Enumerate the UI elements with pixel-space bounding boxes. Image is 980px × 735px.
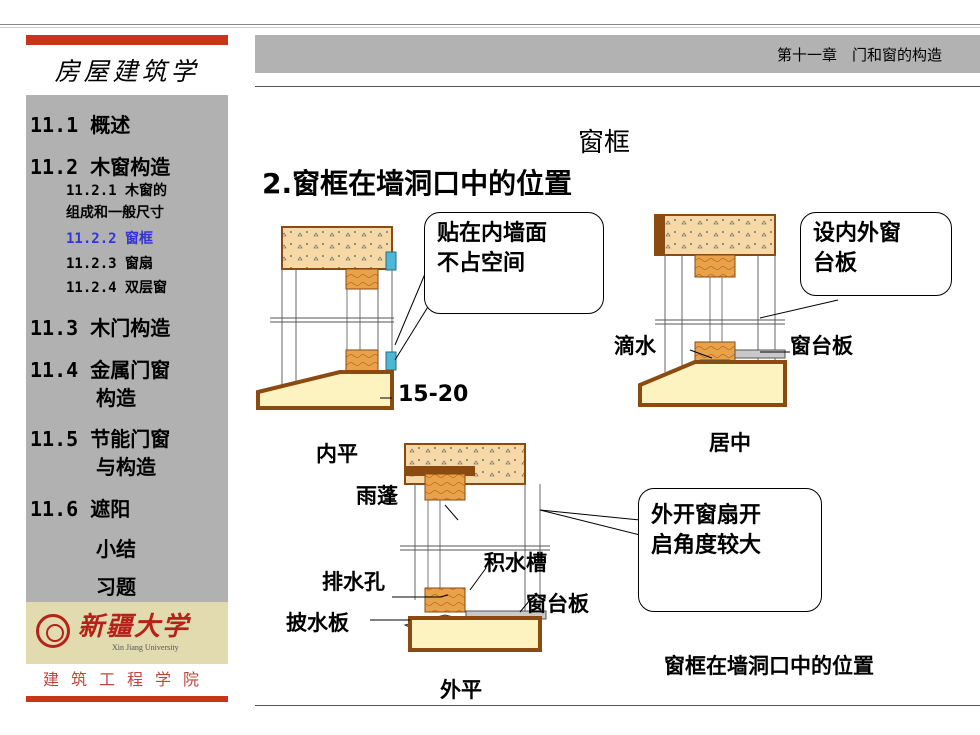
sidebar-item-exercises[interactable]: 习题 xyxy=(96,575,136,599)
sidebar-item-energy-saving-cont[interactable]: 与构造 xyxy=(96,455,156,479)
sidebar-item-window-sash[interactable]: 11.2.3 窗扇 xyxy=(66,256,154,272)
course-title: 房屋建筑学 xyxy=(54,57,200,86)
college-name: 建筑工程学院 xyxy=(42,670,211,689)
sidebar-item-metal-door-window-cont[interactable]: 构造 xyxy=(96,386,136,410)
university-logo: 新疆大学 Xin Jiang University xyxy=(26,602,228,664)
footer-rule xyxy=(255,705,980,706)
sidebar-item-wood-door[interactable]: 11.3 木门构造 xyxy=(30,316,171,340)
callout-inner-flush: 贴在内墙面 不占空间 xyxy=(424,212,604,314)
callout-center: 设内外窗 台板 xyxy=(800,212,952,296)
sidebar-item-wood-window[interactable]: 11.2 木窗构造 xyxy=(30,155,171,179)
sidebar-red-band xyxy=(26,35,228,45)
sidebar-item-window-composition-cont[interactable]: 组成和一般尺寸 xyxy=(66,205,164,221)
sidebar-item-overview[interactable]: 11.1 概述 xyxy=(30,113,131,137)
sidebar-nav: 11.1 概述 11.2 木窗构造 11.2.1 木窗的 组成和一般尺寸 11.… xyxy=(26,95,228,602)
sidebar-item-energy-saving[interactable]: 11.5 节能门窗 xyxy=(30,427,171,451)
callout-outer-flush: 外开窗扇开 启角度较大 xyxy=(638,488,822,612)
sidebar-item-summary[interactable]: 小结 xyxy=(96,537,136,561)
diagram-inner-flush xyxy=(256,226,397,410)
header-bar: 第十一章 门和窗的构造 xyxy=(255,35,980,73)
header-rule xyxy=(255,86,980,87)
label-flashing: 披水板 xyxy=(286,611,349,635)
label-drain-hole: 排水孔 xyxy=(322,570,385,594)
university-name-cn: 新疆大学 xyxy=(78,612,191,642)
label-sill-board: 窗台板 xyxy=(790,334,853,358)
sidebar-item-shading[interactable]: 11.6 遮阳 xyxy=(30,497,131,521)
top-rule-secondary xyxy=(0,27,980,28)
label-canopy: 雨蓬 xyxy=(356,484,398,508)
sidebar-item-window-composition[interactable]: 11.2.1 木窗的 xyxy=(66,183,168,199)
university-seal-icon xyxy=(36,614,70,648)
diagram-outer-flush xyxy=(400,443,550,652)
diagram-center xyxy=(638,214,787,407)
label-center: 居中 xyxy=(709,431,751,455)
label-sill-board-outer: 窗台板 xyxy=(526,592,589,616)
sidebar-item-window-frame[interactable]: 11.2.2 窗框 xyxy=(66,231,154,247)
top-rule xyxy=(0,24,980,25)
label-outer-flush: 外平 xyxy=(440,678,482,702)
label-inner-flush: 内平 xyxy=(316,442,358,466)
sidebar-item-metal-door-window[interactable]: 11.4 金属门窗 xyxy=(30,358,171,382)
label-drip: 滴水 xyxy=(614,334,656,358)
university-name-en: Xin Jiang University xyxy=(112,643,179,652)
label-drain-groove: 积水槽 xyxy=(484,551,547,575)
figure-caption: 窗框在墙洞口中的位置 xyxy=(664,654,874,678)
sidebar-item-double-window[interactable]: 11.2.4 双层窗 xyxy=(66,280,168,296)
sidebar-red-band-bottom xyxy=(26,696,228,702)
slide-subtitle: 2.窗框在墙洞口中的位置 xyxy=(262,167,573,200)
chapter-title: 第十一章 门和窗的构造 xyxy=(776,46,942,64)
slide-title: 窗框 xyxy=(578,128,631,158)
dimension-label: 15-20 xyxy=(398,382,469,407)
